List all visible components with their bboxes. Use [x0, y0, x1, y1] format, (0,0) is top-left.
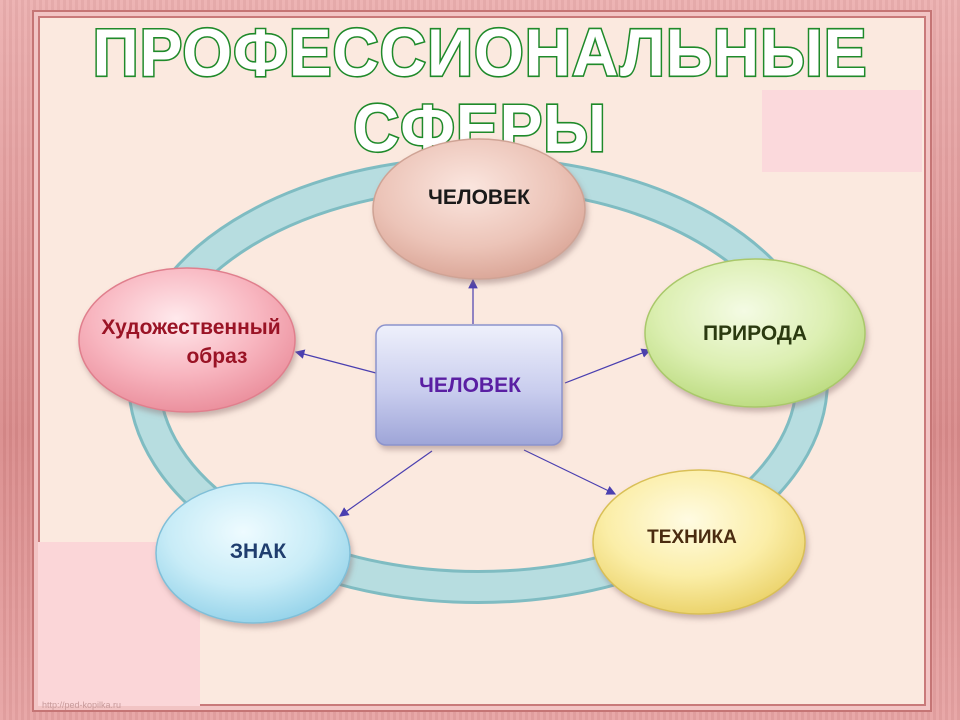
watermark: http://ped-kopilka.ru [42, 700, 122, 710]
node-chelovek-label: ЧЕЛОВЕК [428, 186, 530, 209]
node-hud [78, 267, 296, 413]
arrow-to-tehnika [523, 449, 617, 495]
node-chelovek [372, 138, 586, 280]
node-hud-label-line2: образ [186, 345, 248, 368]
node-priroda [644, 258, 866, 408]
node-priroda-label: ПРИРОДА [702, 322, 808, 345]
decor-panel-top [762, 90, 922, 172]
node-tehnika-label: ТЕХНИКА [647, 527, 737, 548]
arrow-to-hud [294, 349, 377, 374]
node-znak-label: ЗНАК [229, 540, 287, 563]
node-tehnika [592, 469, 806, 615]
center-label: ЧЕЛОВЕК [419, 374, 521, 397]
arrow-to-priroda [564, 348, 652, 384]
center-box [375, 324, 563, 446]
arrow-to-znak [339, 450, 433, 517]
node-znak [155, 482, 351, 624]
slide-title: ПРОФЕССИОНАЛЬНЫЕ СФЕРЫ [91, 13, 868, 167]
node-hud-label-line1: Художественный [101, 316, 281, 339]
